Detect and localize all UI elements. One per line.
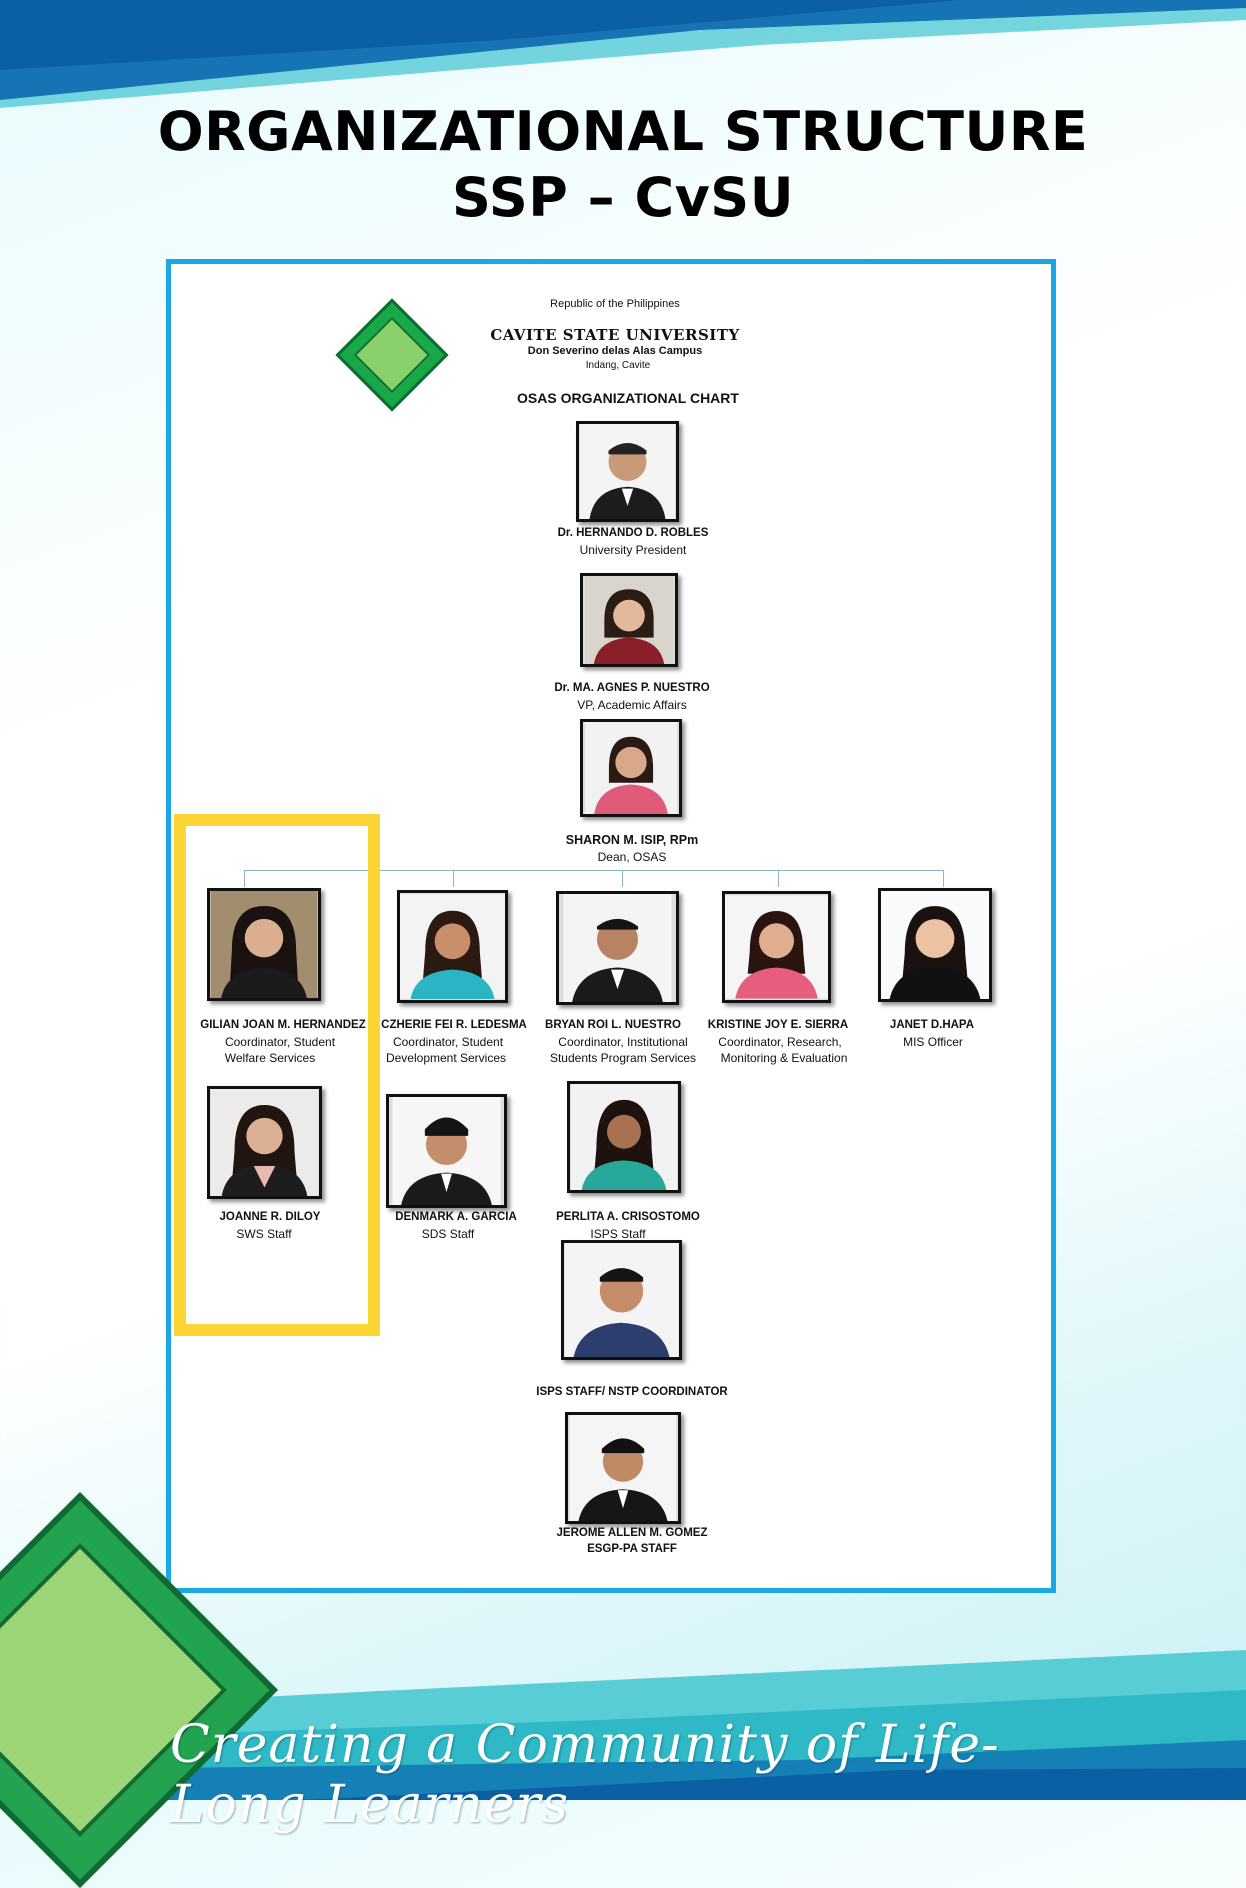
photo-s5 bbox=[565, 1412, 681, 1524]
c4-name: KRISTINE JOY E. SIERRA bbox=[707, 1019, 849, 1031]
photo-vp bbox=[580, 573, 678, 667]
c3-role-line2: Students Program Services bbox=[549, 1051, 697, 1065]
photo-president bbox=[576, 421, 679, 522]
s3-name: PERLITA A. CRISOSTOMO bbox=[556, 1211, 700, 1223]
president-role: University President bbox=[579, 543, 687, 557]
vp-name: Dr. MA. AGNES P. NUESTRO bbox=[554, 682, 710, 694]
c3-name: BRYAN ROI L. NUESTRO bbox=[545, 1019, 681, 1031]
connector-c2 bbox=[453, 870, 454, 887]
top-decorative-band bbox=[0, 0, 1246, 110]
photo-s1 bbox=[207, 1086, 322, 1199]
s5-name: JEROME ALLEN M. GOMEZ bbox=[556, 1527, 708, 1539]
campus-name: Don Severino delas Alas Campus bbox=[527, 345, 703, 357]
s1-role: SWS Staff bbox=[236, 1227, 292, 1241]
s1-name: JOANNE R. DILOY bbox=[219, 1211, 321, 1223]
c2-role-line1: Coordinator, Student bbox=[392, 1035, 504, 1049]
highlight-box bbox=[174, 814, 380, 1336]
photo-c2 bbox=[397, 890, 508, 1003]
connector-horizontal bbox=[244, 870, 944, 871]
c1-role-line1: Coordinator, Student bbox=[224, 1035, 336, 1049]
slide-title-line2: SSP – CvSU bbox=[451, 166, 795, 229]
republic-label: Republic of the Philippines bbox=[550, 298, 680, 310]
footer-decorative-band bbox=[0, 1650, 1246, 1800]
c2-name: CZHERIE FEI R. LEDESMA bbox=[381, 1019, 527, 1031]
connector-c5 bbox=[943, 870, 944, 887]
photo-s3 bbox=[567, 1081, 681, 1193]
s2-name: DENMARK A. GARCIA bbox=[395, 1211, 517, 1223]
president-name: Dr. HERNANDO D. ROBLES bbox=[557, 527, 709, 539]
s4-name: ISPS STAFF/ NSTP COORDINATOR bbox=[536, 1386, 728, 1398]
slide-title-line1: ORGANIZATIONAL STRUCTURE bbox=[157, 100, 1089, 163]
photo-s4 bbox=[561, 1240, 682, 1360]
s5-role: ESGP-PA STAFF bbox=[587, 1543, 677, 1555]
connector-c4 bbox=[778, 870, 779, 887]
s2-role: SDS Staff bbox=[421, 1227, 475, 1241]
dean-role: Dean, OSAS bbox=[597, 850, 667, 864]
c2-role-line2: Development Services bbox=[385, 1051, 507, 1065]
connector-c3 bbox=[622, 870, 623, 887]
footer-tagline: Creating a Community of Life-Long Learne… bbox=[170, 1715, 1000, 1835]
university-name: CAVITE STATE UNIVERSITY bbox=[490, 326, 740, 344]
photo-dean bbox=[580, 719, 682, 817]
c5-role: MIS Officer bbox=[903, 1035, 963, 1049]
photo-c1 bbox=[207, 888, 321, 1001]
vp-role: VP, Academic Affairs bbox=[577, 698, 687, 712]
s3-role: ISPS Staff bbox=[590, 1227, 646, 1241]
photo-c5 bbox=[878, 888, 992, 1002]
c3-role-line1: Coordinator, Institutional bbox=[558, 1035, 688, 1049]
c5-name: JANET D.HAPA bbox=[889, 1019, 975, 1031]
dean-name: SHARON M. ISIP, RPm bbox=[565, 833, 699, 847]
campus-location: Indang, Cavite bbox=[585, 360, 651, 371]
photo-c3 bbox=[556, 891, 679, 1005]
c1-name: GILIAN JOAN M. HERNANDEZ bbox=[200, 1019, 366, 1031]
connector-c1 bbox=[244, 870, 245, 887]
c4-role-line1: Coordinator, Research, bbox=[718, 1035, 842, 1049]
photo-c4 bbox=[722, 891, 831, 1003]
c1-role-line2: Welfare Services bbox=[224, 1051, 316, 1065]
chart-title: OSAS ORGANIZATIONAL CHART bbox=[517, 390, 739, 406]
c4-role-line2: Monitoring & Evaluation bbox=[720, 1051, 848, 1065]
photo-s2 bbox=[386, 1094, 507, 1208]
